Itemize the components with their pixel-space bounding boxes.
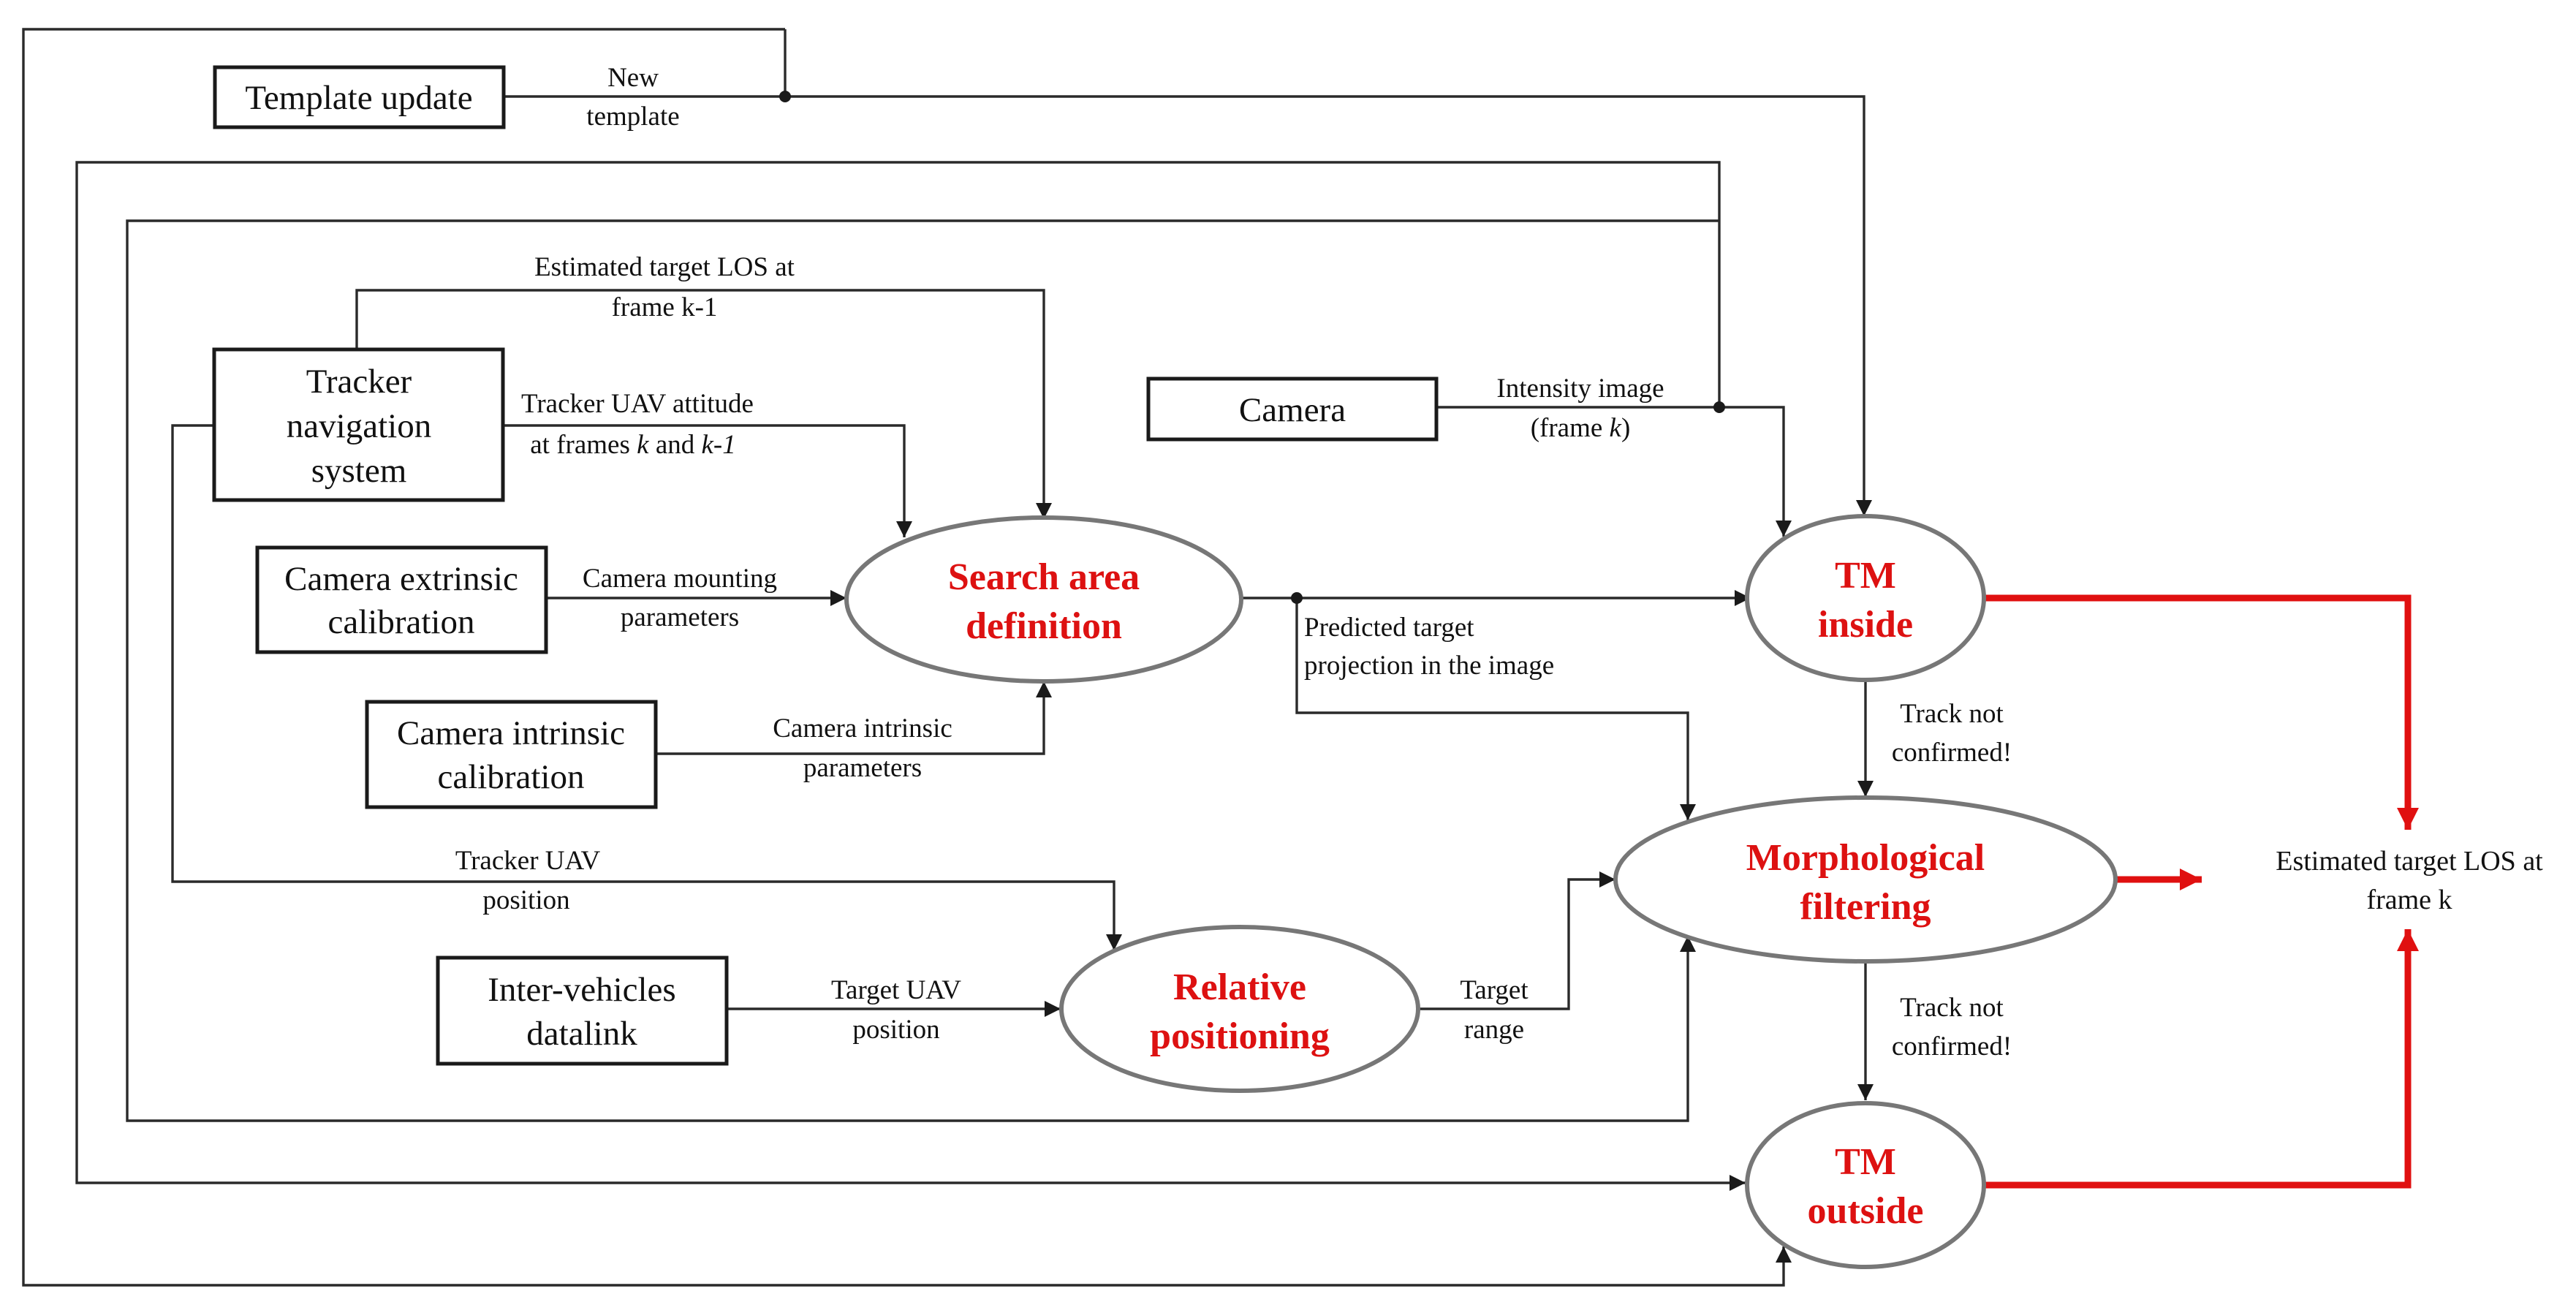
tracker-nav-line-1: Tracker [306, 363, 412, 401]
template-update-block: Template update [213, 65, 506, 129]
tracker-nav-line-2: navigation [287, 407, 431, 445]
target-range-label-2: range [1464, 1015, 1524, 1045]
intrinsic-line-1: Camera intrinsic [397, 714, 625, 752]
tm-outside-output-arrow [1985, 929, 2419, 1189]
template-update-label: Template update [245, 79, 472, 117]
mounting-label-2: parameters [621, 602, 739, 632]
camera-intrinsic-block: Camera intrinsic calibration [365, 700, 658, 809]
tm-outside-process: TM outside [1745, 1101, 1986, 1269]
target-range-label-1: Target [1460, 975, 1528, 1005]
intrinsic-params-arrow [656, 681, 1052, 755]
search-area-line-2: definition [966, 605, 1122, 647]
target-position-label-1: Target UAV [831, 975, 961, 1005]
track-not-confirmed-2-line-1: Track not [1900, 993, 2004, 1023]
tracker-nav-line-3: system [311, 452, 407, 490]
camera-label: Camera [1239, 391, 1346, 429]
camera-extrinsic-block: Camera extrinsic calibration [255, 545, 548, 654]
junction-dot [779, 91, 791, 102]
tm-inside-process: TM inside [1745, 514, 1986, 682]
extrinsic-line-2: calibration [328, 603, 475, 641]
relative-positioning-line-2: positioning [1150, 1015, 1330, 1057]
new-template-label-1: New [607, 63, 659, 93]
inter-vehicles-line-1: Inter-vehicles [488, 971, 675, 1009]
connectors [22, 28, 1874, 1287]
inter-vehicles-block: Inter-vehicles datalink [436, 956, 729, 1066]
output-label-2: frame k [2366, 885, 2452, 915]
junction-dot [1713, 401, 1725, 413]
loop-image-to-morphological [126, 219, 1719, 1122]
predicted-label-1: Predicted target [1304, 613, 1474, 643]
edge-labels: New template Estimated target LOS at fra… [455, 63, 2543, 1062]
mounting-label-1: Camera mounting [583, 564, 777, 594]
search-area-process: Search area definition [844, 515, 1243, 684]
attitude-label-1: Tracker UAV attitude [521, 389, 754, 419]
intrinsic-params-label-2: parameters [803, 753, 922, 783]
predicted-to-morphological-arrow [1295, 598, 1696, 820]
tracker-navigation-block: Tracker navigation system [212, 347, 505, 502]
track-not-confirmed-1-line-2: confirmed! [1892, 738, 2012, 768]
extrinsic-line-1: Camera extrinsic [284, 560, 518, 598]
tm-inside-line-1: TM [1835, 555, 1896, 597]
tm-inside-output-arrow [1985, 594, 2419, 830]
target-position-label-2: position [852, 1015, 939, 1045]
intensity-label-2: (frame k) [1531, 413, 1631, 443]
tm-outside-line-1: TM [1835, 1141, 1896, 1183]
morphological-filtering-process: Morphological filtering [1613, 795, 2118, 964]
relative-positioning-line-1: Relative [1173, 966, 1306, 1008]
intrinsic-params-label-1: Camera intrinsic [773, 714, 952, 743]
tm-outside-line-2: outside [1808, 1190, 1924, 1232]
output-arrows [1985, 594, 2419, 1189]
attitude-label-2: at frames k and k-1 [530, 430, 736, 460]
track-not-confirmed-1-line-1: Track not [1900, 699, 2004, 729]
intensity-image-arrow [1436, 406, 1792, 537]
tracker-position-label-1: Tracker UAV [455, 846, 601, 876]
tracker-position-arrow [171, 424, 1122, 950]
attitude-arrow [503, 424, 912, 537]
tracker-position-label-2: position [482, 885, 569, 915]
morphological-line-1: Morphological [1746, 837, 1985, 879]
relative-positioning-process: Relative positioning [1059, 925, 1420, 1093]
target-range-arrow [1418, 871, 1615, 1010]
inter-vehicles-line-2: datalink [526, 1015, 637, 1053]
new-template-arrow [504, 95, 1872, 516]
output-label-1: Estimated target LOS at [2276, 846, 2543, 877]
search-area-line-1: Search area [948, 556, 1140, 598]
junction-dot [1291, 592, 1303, 604]
track-not-confirmed-2-line-2: confirmed! [1892, 1032, 2012, 1062]
los-prev-label-1: Estimated target LOS at [534, 252, 795, 282]
morphological-line-2: filtering [1800, 886, 1931, 928]
new-template-label-2: template [586, 102, 679, 132]
intensity-label-1: Intensity image [1496, 374, 1664, 404]
camera-block: Camera [1146, 377, 1439, 442]
los-prev-arrow [355, 289, 1052, 519]
intrinsic-line-2: calibration [438, 758, 585, 796]
predicted-label-2: projection in the image [1304, 651, 1554, 681]
loop-image-to-tm-outside [75, 161, 1746, 1191]
tm-inside-line-2: inside [1818, 604, 1913, 646]
los-prev-label-2: frame k-1 [612, 292, 718, 322]
outer-loop-template-to-tm-outside [22, 28, 1792, 1287]
